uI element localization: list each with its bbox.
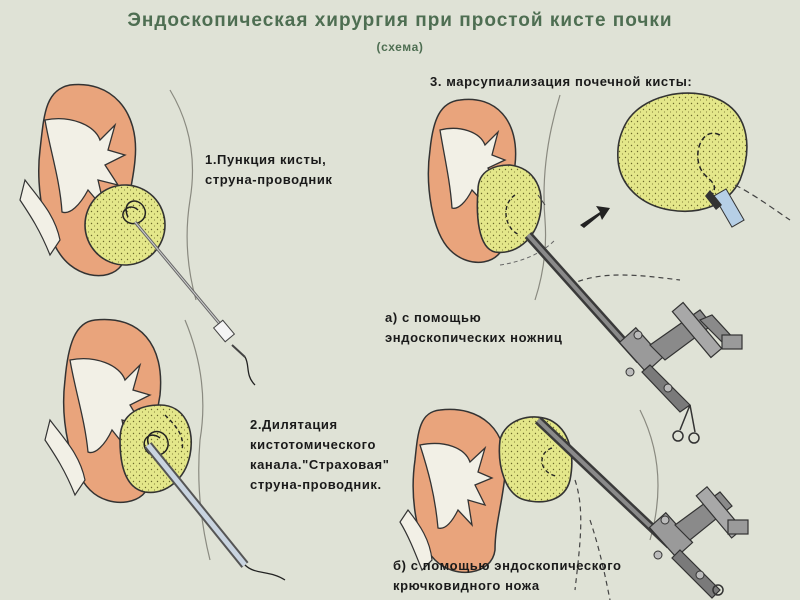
step-1-label: 1.Пункция кисты, струна-проводник (205, 152, 333, 187)
renal-pelvis-2 (69, 358, 152, 454)
step-2-label: 2.Дилятация кистотомического канала."Стр… (250, 417, 390, 492)
renal-pelvis-3 (439, 127, 507, 209)
arrow-icon (580, 206, 610, 228)
cyst-1 (84, 184, 166, 266)
cyst-3 (476, 164, 542, 254)
renal-pelvis-4 (419, 442, 494, 529)
panel-2-dilation (44, 318, 286, 581)
endoscope-scissors (524, 231, 743, 444)
cyst-4 (498, 416, 573, 503)
panel-1-puncture (19, 83, 256, 386)
step-3a-label: а) с помощью эндоскопических ножниц (385, 310, 563, 345)
guidewire-tail-1 (244, 356, 256, 386)
step-3b-label: б) с помощью эндоскопического крючковидн… (393, 558, 622, 593)
guidewire-tail-2 (244, 564, 286, 581)
panel-3b-hook-knife (399, 408, 749, 600)
guidewire-coil-1 (122, 200, 147, 225)
diagram-title: Эндоскопическая хирургия при простой кис… (127, 10, 673, 31)
renal-pelvis-1 (44, 118, 127, 214)
diagram-subtitle: (схема) (376, 40, 424, 54)
scissors-tip (713, 188, 745, 228)
panel-3-marsupialization (427, 92, 791, 301)
step-3-label: 3. марсупиализация почечной кисты: (430, 74, 693, 89)
